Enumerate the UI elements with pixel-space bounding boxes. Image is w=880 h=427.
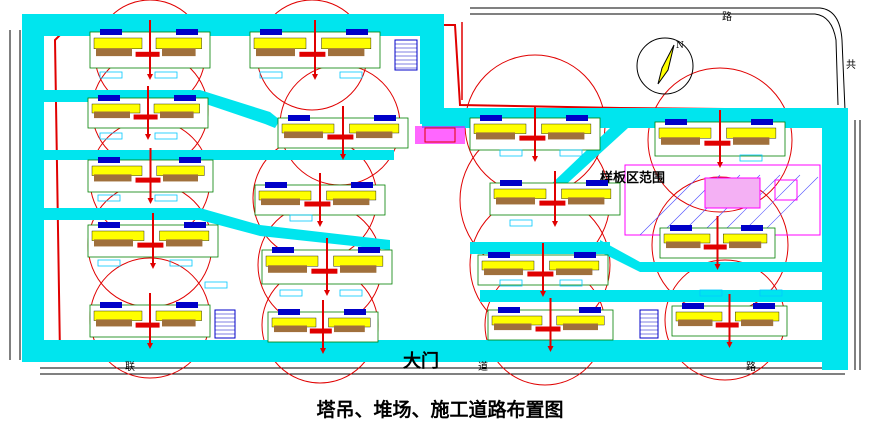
stockyard-box xyxy=(204,281,228,289)
site-plan: N 样板区范围 大门 路 共 联 道 路 xyxy=(9,0,861,386)
building xyxy=(469,106,601,162)
stockyard-box xyxy=(699,289,723,297)
road-label-bottom-3: 路 xyxy=(746,360,756,373)
building xyxy=(87,86,209,140)
building xyxy=(249,20,381,80)
building xyxy=(487,298,614,352)
gate-structure xyxy=(415,126,465,144)
stockyard-box xyxy=(559,149,583,157)
sample-zone: 样板区范围 xyxy=(600,164,821,236)
stockyard-box xyxy=(759,289,783,297)
road-label-bottom-2: 道 xyxy=(478,360,488,373)
stockyard-box xyxy=(97,194,121,202)
material-shed xyxy=(394,39,418,71)
building xyxy=(659,216,776,270)
stockyard-box xyxy=(339,289,363,297)
figure-caption: 塔吊、堆场、施工道路布置图 xyxy=(316,399,564,421)
material-shed xyxy=(214,309,236,339)
stockyard-box xyxy=(97,259,121,267)
stockyard-box xyxy=(169,259,193,267)
stockyard-box xyxy=(509,219,533,227)
building xyxy=(277,106,409,160)
road-label-top: 路 xyxy=(722,10,732,23)
stockyard-box xyxy=(499,149,523,157)
road-label-bottom-1: 联 xyxy=(125,361,135,373)
material-shed xyxy=(639,309,659,339)
building xyxy=(261,238,393,296)
stockyard-box xyxy=(499,279,523,287)
buildings xyxy=(87,20,788,354)
building xyxy=(254,173,386,227)
north-arrow-icon: N xyxy=(636,37,694,95)
building xyxy=(654,110,786,168)
stockyard-box xyxy=(154,71,178,79)
stockyard-box xyxy=(289,214,313,222)
stockyards xyxy=(97,39,783,339)
stockyard-box xyxy=(154,132,178,140)
stockyard-box xyxy=(739,154,763,162)
building xyxy=(267,300,379,354)
stockyard-box xyxy=(99,132,123,140)
building xyxy=(87,213,219,269)
building xyxy=(87,148,214,204)
building xyxy=(671,294,788,348)
north-label: N xyxy=(676,41,684,51)
stockyard-box xyxy=(559,279,583,287)
building xyxy=(89,20,211,80)
main-gate-label: 大门 xyxy=(403,350,439,372)
stockyard-box xyxy=(154,194,178,202)
stockyard-box xyxy=(99,71,123,79)
stockyard-box xyxy=(279,289,303,297)
stockyard-box xyxy=(259,71,283,79)
road-label-right: 共 xyxy=(846,59,856,71)
sample-zone-label: 样板区范围 xyxy=(600,170,665,186)
building xyxy=(489,171,621,227)
stockyard-box xyxy=(339,71,363,79)
building xyxy=(477,243,609,297)
building xyxy=(89,293,211,349)
